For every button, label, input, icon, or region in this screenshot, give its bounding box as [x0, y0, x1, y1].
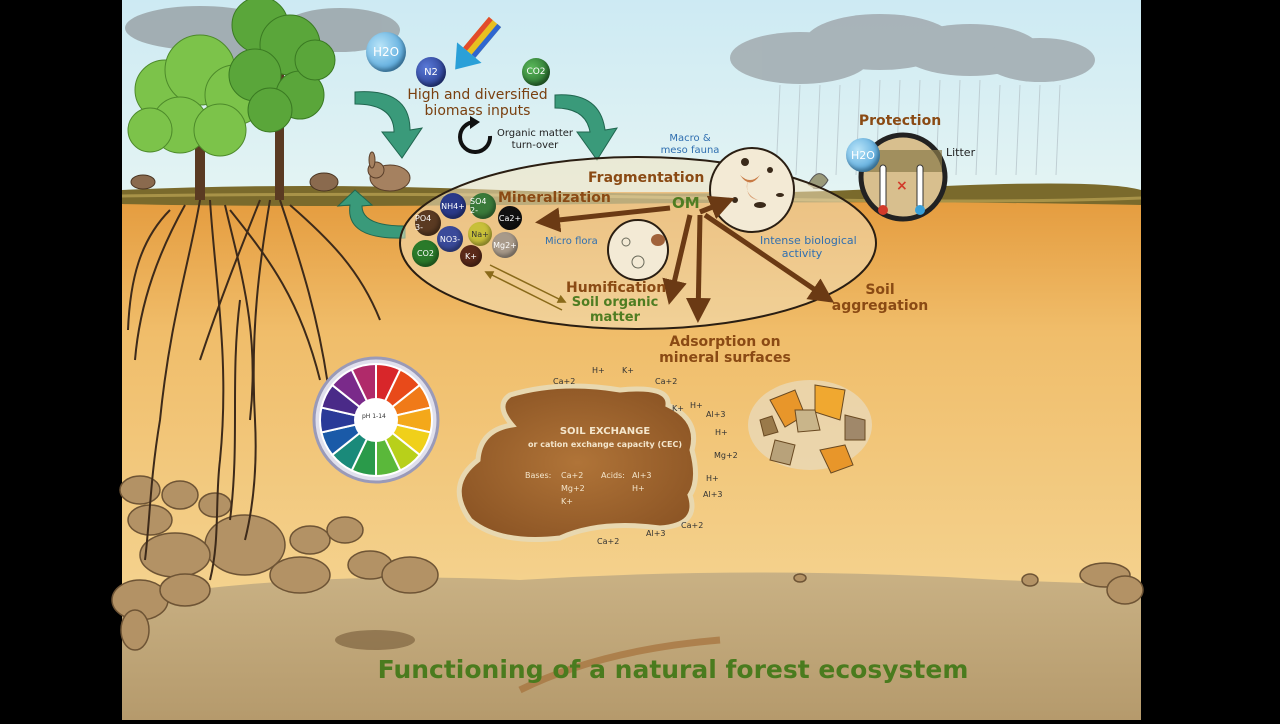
cec-base-mg: Mg+2 — [561, 484, 585, 493]
ion-k: K+ — [460, 245, 482, 267]
cec-ion-label: K+ — [672, 404, 684, 413]
page-title: Functioning of a natural forest ecosyste… — [377, 655, 969, 684]
humification-arrows — [484, 264, 567, 311]
ion-nh4: NH4+ — [440, 193, 466, 219]
cec-ion-label: H+ — [690, 401, 703, 410]
sunlight-arrow — [455, 16, 502, 70]
litter-label: Litter — [946, 146, 976, 159]
cec-ion-label: Ca+2 — [655, 377, 678, 386]
cec-acids-label: Acids: — [601, 471, 625, 480]
cloud-right — [730, 14, 1095, 84]
mineralization-label: Mineralization — [498, 190, 611, 206]
ion-po4: PO4 3- — [415, 210, 441, 236]
humification-label: Humification — [566, 280, 667, 296]
cec-ion-label: Ca+2 — [681, 521, 704, 530]
cec-acid-al: Al+3 — [632, 471, 652, 480]
cec-ion-label: Al+3 — [703, 490, 723, 499]
om-label: OM — [672, 194, 700, 212]
ph-wheel — [312, 356, 440, 484]
cec-bases-label: Bases: — [525, 471, 552, 480]
cec-ion-label: K+ — [622, 366, 634, 375]
microflora-circle — [607, 219, 669, 281]
ion-mg: Mg2+ — [492, 232, 518, 258]
ion-so4: SO4 2- — [470, 193, 496, 219]
cec-base-k: K+ — [561, 497, 573, 506]
cec-ion-label: H+ — [715, 428, 728, 437]
cec-subtitle: or cation exchange capacity (CEC) — [527, 440, 683, 449]
ph-label: pH 1-14 — [362, 413, 386, 420]
macro-fauna-label: Macro &meso fauna — [660, 133, 720, 156]
cec-ion-label: H+ — [592, 366, 605, 375]
trees — [127, 0, 336, 200]
ion-co2: CO2 — [412, 240, 439, 267]
n2-molecule: N2 — [416, 57, 446, 87]
om-arrows — [535, 195, 835, 323]
fragmentation-label: Fragmentation — [588, 170, 705, 186]
cec-ion-label: Ca+2 — [553, 377, 576, 386]
cec-ion-label: H+ — [706, 474, 719, 483]
cec-base-ca: Ca+2 — [561, 471, 584, 480]
cec-ion-label: Al+3 — [706, 410, 726, 419]
animals — [130, 151, 829, 192]
protection-label: Protection — [858, 113, 942, 129]
co2-molecule: CO2 — [522, 58, 550, 86]
mineral-pile — [748, 380, 872, 474]
ion-ca: Ca2+ — [498, 206, 522, 230]
soil-exchange-blob — [456, 383, 698, 543]
h2o-molecule: H2O — [366, 32, 406, 72]
turnover-icon — [458, 120, 493, 154]
cec-ion-label: Mg+2 — [714, 451, 738, 460]
ion-no3: NO3- — [437, 226, 463, 252]
cec-title: SOIL EXCHANGE — [559, 426, 651, 437]
cec-ion-label: Ca+2 — [597, 537, 620, 546]
ion-na: Na+ — [468, 222, 492, 246]
cec-ion-label: Al+3 — [646, 529, 666, 538]
svg-text:×: × — [896, 178, 908, 194]
fauna-circle — [709, 147, 795, 233]
rain — [775, 79, 1061, 176]
protection-h2o-molecule: H2O — [846, 138, 880, 172]
cec-acid-h: H+ — [632, 484, 645, 493]
roots — [127, 199, 381, 581]
micro-flora-label: Micro flora — [545, 236, 598, 247]
stones — [111, 475, 1144, 651]
